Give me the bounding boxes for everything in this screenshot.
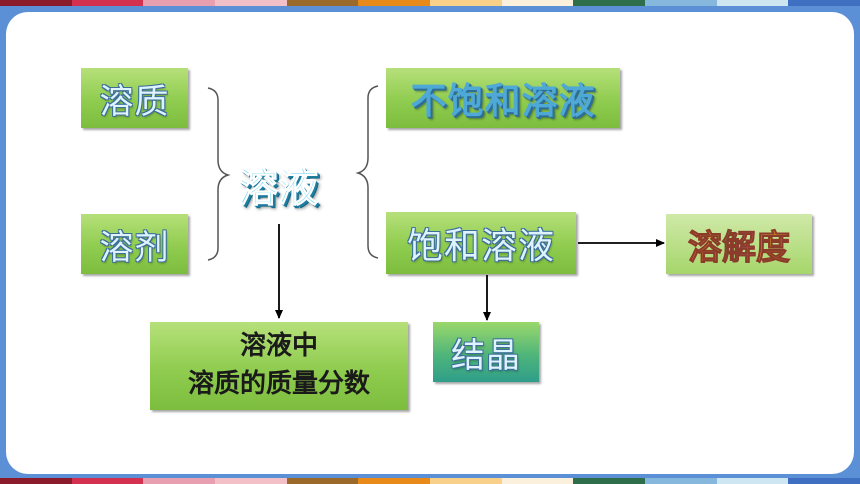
saturated-solution-box: 饱和溶液 [386,212,576,274]
stripe-segment [573,0,646,6]
crystallization-box: 结晶 [433,322,539,382]
unsaturated-solution-label: 不饱和溶液 [410,81,596,122]
saturated-solution-label: 饱和溶液 [406,226,555,267]
stripe-segment [645,478,717,484]
stripe-segment [430,0,502,6]
stripe-segment [716,0,789,6]
stripe-segment [788,478,860,484]
stripe-segment [788,0,860,6]
stripe-segment [430,478,502,484]
stripe-segment [215,478,287,484]
stripe-segment [286,478,359,484]
stripe-segment [716,478,789,484]
mass-fraction-box: 溶液中 溶质的质量分数 [150,322,408,410]
solute-label: 溶质 [99,81,170,122]
solution-label: 溶液 [238,165,319,212]
stripe-segment [143,0,216,6]
stripe-segment [0,478,72,484]
stripe-segment [215,0,287,6]
top-color-stripe [0,0,860,6]
stripe-segment [501,0,574,6]
solubility-label: 溶解度 [688,220,791,269]
solute-box: 溶质 [81,68,188,128]
unsaturated-solution-box: 不饱和溶液 [386,68,620,128]
bottom-color-stripe [0,478,860,484]
stripe-segment [645,0,717,6]
solubility-box: 溶解度 [666,214,812,274]
stripe-segment [501,478,574,484]
stripe-segment [0,0,72,6]
stripe-segment [358,0,431,6]
stripe-segment [573,478,646,484]
solvent-label: 溶剂 [99,227,170,268]
stripe-segment [358,478,431,484]
crystallization-label: 结晶 [451,335,521,376]
stripe-segment [71,0,144,6]
stripe-segment [71,478,144,484]
stripe-segment [143,478,216,484]
mass-fraction-line2: 溶质的质量分数 [187,369,370,399]
mass-fraction-line1: 溶液中 [239,331,318,362]
solvent-box: 溶剂 [81,214,188,274]
stripe-segment [286,0,359,6]
